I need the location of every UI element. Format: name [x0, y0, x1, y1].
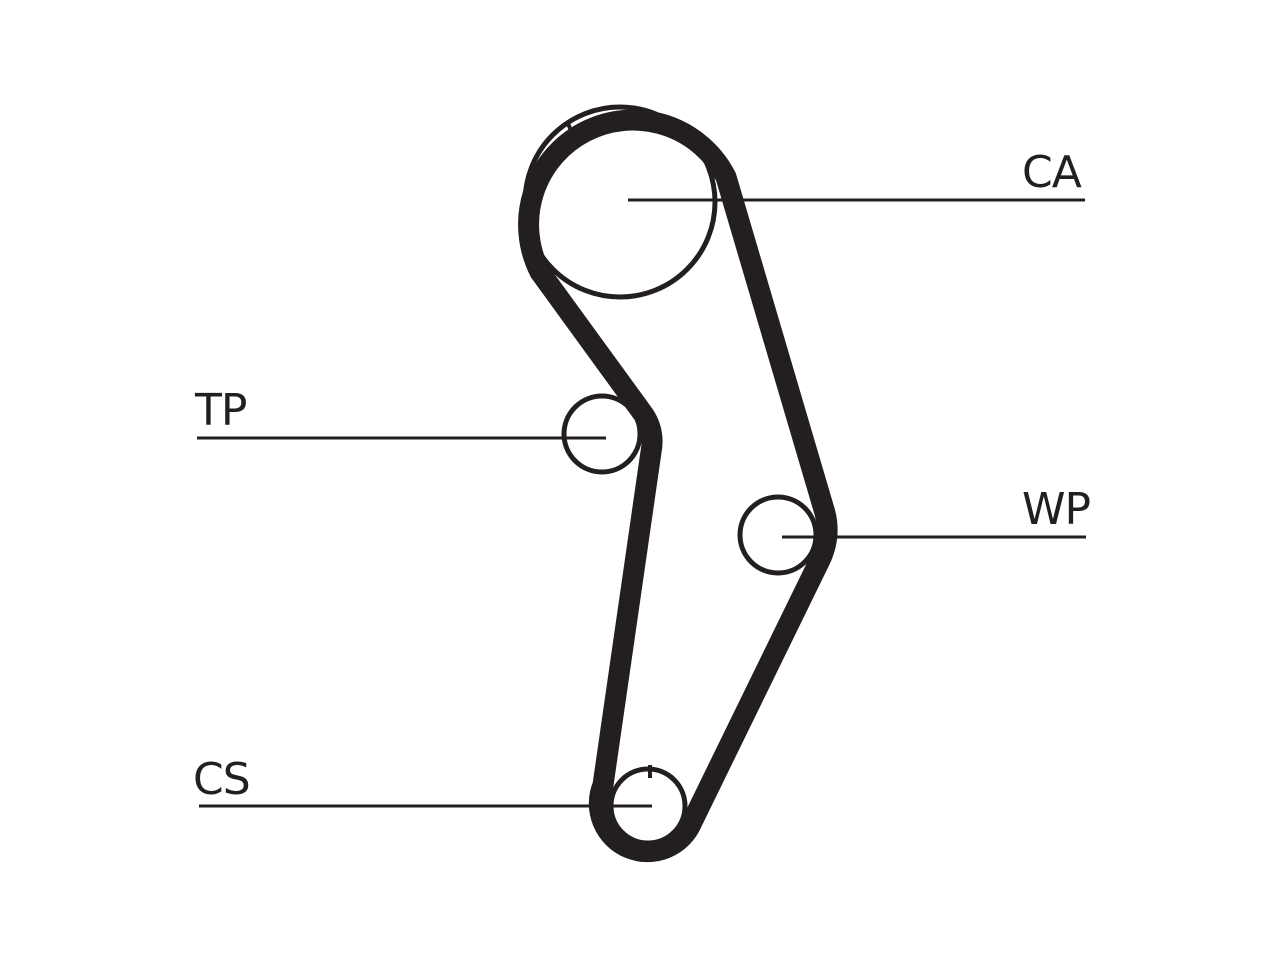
camshaft-pulley — [522, 104, 718, 300]
water-pump-pulley — [737, 494, 819, 576]
tensioner-pulley — [561, 393, 643, 475]
camshaft-label: CA — [1022, 147, 1082, 198]
water-pump-label: WP — [1022, 484, 1091, 535]
tensioner-label: TP — [194, 385, 247, 436]
timing-belt — [518, 109, 838, 863]
camshaft-timing-mark — [565, 120, 574, 134]
crankshaft-label: CS — [193, 754, 250, 805]
